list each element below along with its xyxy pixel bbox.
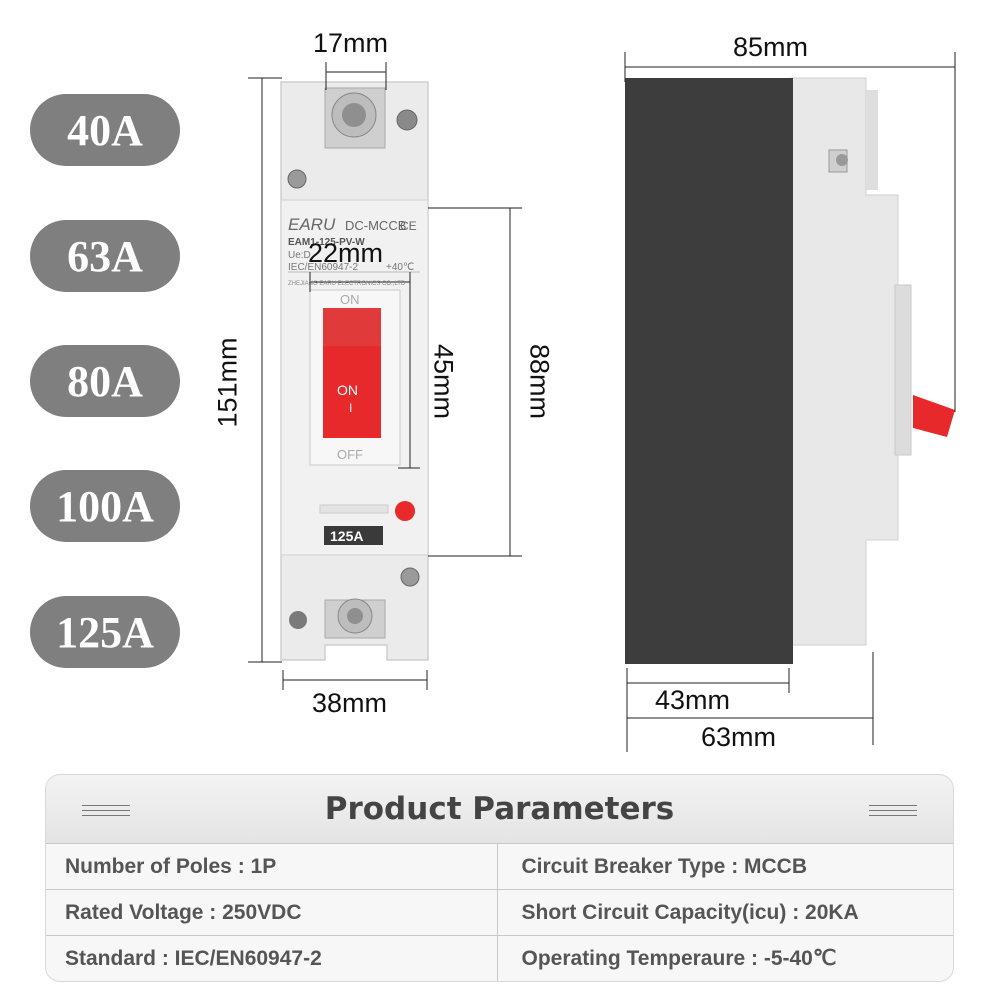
table-row: Rated Voltage : 250VDC Short Circuit Cap… bbox=[46, 889, 953, 935]
manufacturer-text: ZHEJIANG EARU ELECTRONICS CO.,LTD bbox=[288, 281, 406, 287]
dim-body-depth: 63mm bbox=[701, 722, 777, 752]
rating-badge-125a: 125A bbox=[30, 596, 180, 668]
decor-lines-left bbox=[82, 801, 130, 820]
panel-title: Product Parameters bbox=[324, 791, 675, 827]
rating-badge-40a: 40A bbox=[30, 94, 180, 166]
rating-badge-63a: 63A bbox=[30, 220, 180, 292]
ce-mark: CE bbox=[400, 219, 417, 233]
parameters-table: Number of Poles : 1P Circuit Breaker Typ… bbox=[46, 843, 953, 981]
front-view bbox=[248, 62, 522, 690]
toggle-switch bbox=[323, 346, 381, 438]
dim-top-width: 17mm bbox=[313, 28, 389, 58]
toggle-top bbox=[323, 308, 381, 346]
rating-badge-100a: 100A bbox=[30, 470, 180, 542]
rating-plate bbox=[324, 526, 383, 545]
param-breaker-type: Circuit Breaker Type : MCCB bbox=[496, 844, 954, 889]
table-row: Number of Poles : 1P Circuit Breaker Typ… bbox=[46, 843, 953, 889]
mount-screw-icon bbox=[287, 169, 307, 189]
dim-toggle-height: 45mm bbox=[428, 343, 459, 419]
param-operating-temp: Operating Temperaure : -5-40℃ bbox=[496, 936, 954, 981]
table-row: Standard : IEC/EN60947-2 Operating Tempe… bbox=[46, 935, 953, 981]
rating-plate-text: 125A bbox=[330, 528, 363, 544]
dim-cover-depth: 43mm bbox=[655, 685, 731, 715]
standard-text: IEC/EN60947-2 bbox=[288, 262, 358, 273]
side-toggle bbox=[913, 395, 955, 437]
toggle-symbol-text: I bbox=[349, 401, 352, 415]
decor-lines-right bbox=[869, 801, 917, 820]
dim-total-height: 151mm bbox=[212, 337, 243, 428]
on-label: ON bbox=[340, 292, 360, 307]
dim-toggle-width: 22mm bbox=[308, 238, 384, 268]
rating-badge-80a: 80A bbox=[30, 345, 180, 417]
param-poles: Number of Poles : 1P bbox=[65, 854, 277, 878]
ue-text: Ue:D bbox=[288, 250, 311, 261]
dim-side-depth: 85mm bbox=[733, 32, 809, 62]
cover-dark-panel bbox=[625, 78, 793, 664]
product-parameters-panel: Product Parameters Number of Poles : 1P … bbox=[46, 775, 953, 981]
product-drawing: EARU DC-MCCB CE EAM1-125-PV-W Ue:D IEC/E… bbox=[248, 52, 956, 752]
param-rated-voltage: Rated Voltage : 250VDC bbox=[65, 900, 302, 924]
toggle-on-text: ON bbox=[337, 382, 358, 398]
indicator-light-icon bbox=[395, 501, 415, 521]
temp-text: +40℃ bbox=[386, 262, 414, 273]
dim-base-width: 38mm bbox=[312, 688, 388, 718]
model-text: EAM1-125-PV-W bbox=[288, 237, 365, 248]
param-short-circuit: Short Circuit Capacity(icu) : 20KA bbox=[496, 890, 954, 935]
side-view bbox=[624, 52, 956, 752]
param-standard: Standard : IEC/EN60947-2 bbox=[65, 946, 322, 970]
dim-cover-height: 88mm bbox=[524, 343, 555, 419]
product-type-text: DC-MCCB bbox=[345, 218, 406, 233]
panel-header: Product Parameters bbox=[46, 775, 953, 843]
off-label: OFF bbox=[337, 447, 363, 462]
brand-text: EARU bbox=[288, 215, 336, 234]
